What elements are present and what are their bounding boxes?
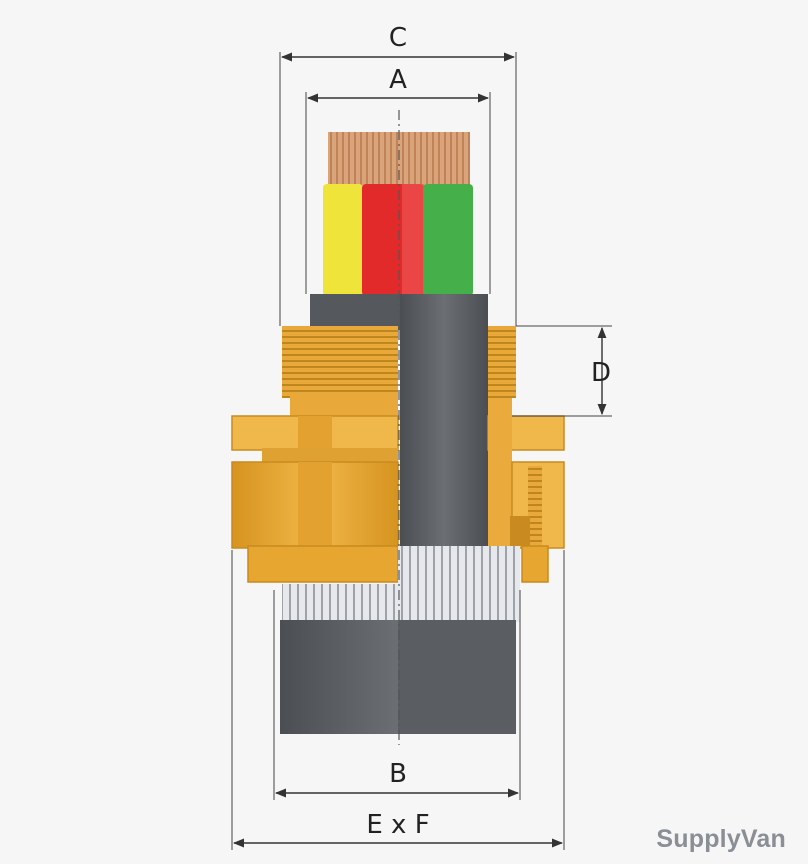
core-green <box>423 184 473 296</box>
brand-watermark: SupplyVan <box>656 825 786 853</box>
dimension-label-a: A <box>389 65 407 95</box>
entry-thread <box>282 326 398 398</box>
core-yellow <box>323 184 363 296</box>
lower-skirt <box>247 545 399 583</box>
dimension-label-b: B <box>389 759 407 789</box>
dimension-label-ef: E x F <box>366 810 429 840</box>
armour-wires <box>282 584 398 622</box>
dimension-label-d: D <box>591 358 611 388</box>
dimension-label-c: C <box>389 23 407 53</box>
